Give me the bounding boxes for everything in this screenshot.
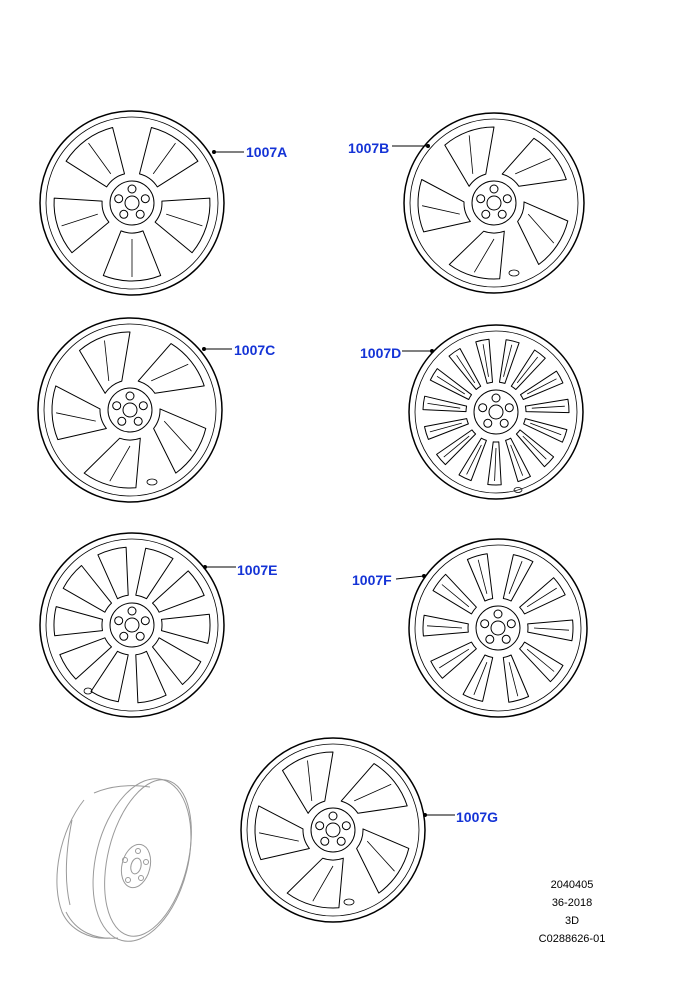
drawing-view-type: 3D <box>564 915 580 927</box>
callout-1007c[interactable]: 1007C <box>202 342 275 358</box>
spare-steel-wheel <box>56 778 192 942</box>
callout-label: 1007F <box>352 572 392 588</box>
callout-1007a[interactable]: 1007A <box>212 144 287 160</box>
wheel-1007a <box>39 110 225 296</box>
callout-label: 1007G <box>456 809 498 825</box>
wheel-1007d <box>408 324 584 500</box>
wheel-1007c <box>37 317 223 503</box>
callout-label: 1007D <box>360 345 401 361</box>
wheel-1007f <box>408 538 588 718</box>
callout-label: 1007C <box>234 342 275 358</box>
callout-1007f[interactable]: 1007F <box>352 572 426 588</box>
callout-label: 1007E <box>237 562 277 578</box>
wheel-1007e <box>39 532 225 718</box>
callout-label: 1007A <box>246 144 287 160</box>
drawing-reference: C0288626-01 <box>538 933 606 945</box>
drawing-number: 2040405 <box>550 879 594 891</box>
callout-1007d[interactable]: 1007D <box>360 345 434 361</box>
drawing-date-code: 36-2018 <box>551 897 593 909</box>
wheel-1007b <box>403 112 585 294</box>
callout-label: 1007B <box>348 140 389 156</box>
wheel-1007g <box>240 737 426 923</box>
callout-1007g[interactable]: 1007G <box>423 809 498 825</box>
callout-1007e[interactable]: 1007E <box>203 562 277 578</box>
callout-1007b[interactable]: 1007B <box>348 140 430 156</box>
